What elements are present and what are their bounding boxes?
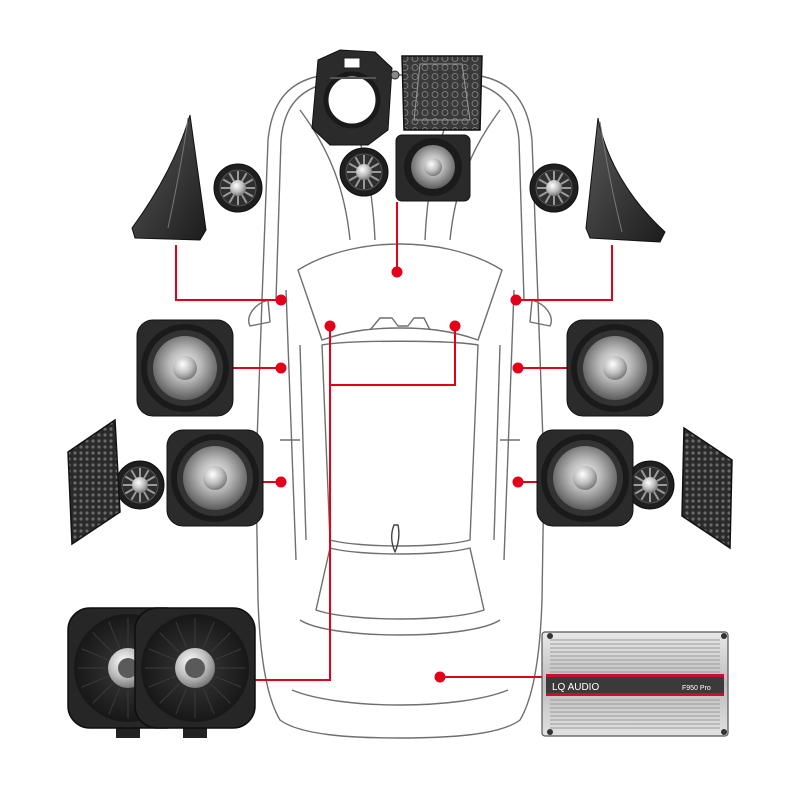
- rear-grille-right: [681, 426, 733, 550]
- connector-dot: [512, 362, 524, 374]
- a-pillar-tweeter-pod-icon: [131, 114, 207, 241]
- amplifier: LQ AUDIO F950 Pro: [541, 631, 729, 737]
- connector-line: [255, 326, 331, 681]
- woofer-icon: [566, 319, 664, 417]
- connector-dot: [275, 362, 287, 374]
- tweeter-icon: [115, 460, 165, 510]
- speaker-grille-icon: [681, 426, 733, 550]
- tweeter-icon: [625, 460, 675, 510]
- woofer-icon: [166, 429, 264, 527]
- underseat-subwoofer-right: [134, 607, 256, 738]
- rear-door-woofer-right: [536, 429, 634, 527]
- woofer-icon: [136, 319, 234, 417]
- mirror-left-outline: [248, 299, 271, 327]
- connector-dot: [324, 320, 336, 332]
- center-midrange: [395, 134, 471, 202]
- windshield-outline: [297, 243, 503, 341]
- front-door-woofer-left: [136, 319, 234, 417]
- a-pillar-tweeter-left: [131, 114, 207, 241]
- a-pillar-tweeter-right: [585, 117, 666, 243]
- rear-tweeter-left: [115, 460, 165, 510]
- a-pillar-tweeter-pod-icon: [585, 117, 666, 243]
- dash-tweeter-right: [529, 163, 579, 213]
- amplifier-model: F950 Pro: [682, 685, 711, 692]
- woofer-group: [136, 319, 664, 527]
- front-door-woofer-right: [566, 319, 664, 417]
- tweeter-icon: [213, 163, 263, 213]
- rear-door-woofer-left: [166, 429, 264, 527]
- rear-window-outline: [315, 547, 485, 620]
- connector-dot: [510, 294, 522, 306]
- rear-grille-left: [67, 418, 121, 546]
- subwoofer-icon: [134, 607, 256, 738]
- connector-dot: [275, 294, 287, 306]
- dash-tweeter-left: [213, 163, 263, 213]
- amplifier-icon: [541, 631, 729, 737]
- center-grille: [390, 55, 483, 131]
- connector-dot: [449, 320, 461, 332]
- speaker-grille-icon: [401, 55, 483, 131]
- speaker-grille-icon: [67, 418, 121, 546]
- amplifier-brand: LQ AUDIO: [552, 682, 599, 693]
- connector-dot: [434, 671, 446, 683]
- mirror-right-outline: [529, 299, 552, 327]
- connector-line: [516, 245, 613, 301]
- center-tweeter: [339, 147, 389, 197]
- connector-dot: [391, 266, 403, 278]
- tweeter-icon: [339, 147, 389, 197]
- tweeter-group: [115, 147, 675, 510]
- rear-tweeter-right: [625, 460, 675, 510]
- center-mount-bracket: [311, 49, 393, 146]
- connector-line: [330, 326, 456, 386]
- tweeter-icon: [529, 163, 579, 213]
- woofer-icon: [536, 429, 634, 527]
- roof-emblem: [391, 524, 400, 553]
- connector-line: [175, 245, 281, 301]
- connector-dots: [275, 266, 524, 683]
- connector-dot: [275, 476, 287, 488]
- connector-dot: [512, 476, 524, 488]
- subwoofer-group: [67, 607, 256, 738]
